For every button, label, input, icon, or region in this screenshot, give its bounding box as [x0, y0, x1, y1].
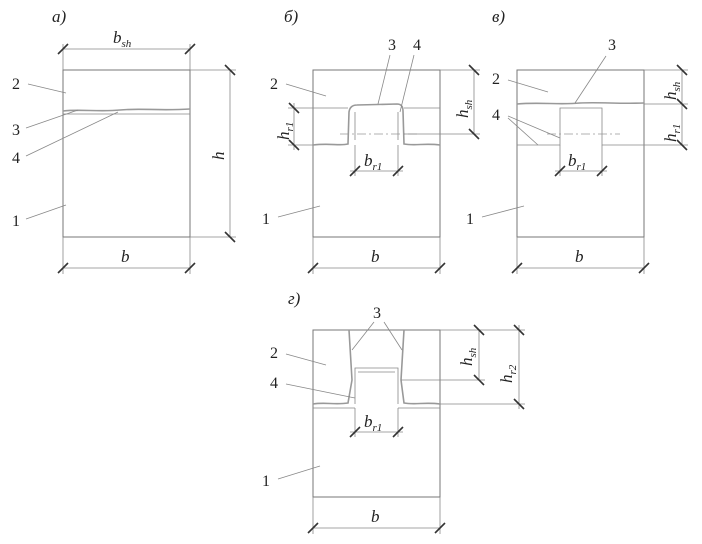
panel-d-dim-hsh: hsh [457, 347, 479, 366]
panel-d-dim-hr2: hr2 [497, 364, 519, 383]
panel-b-callout-4: 4 [413, 37, 421, 54]
panel-d-callout-3: 3 [373, 305, 381, 322]
panel-b-letter: б) [284, 7, 299, 26]
panel-a-callout-1: 1 [12, 213, 20, 230]
panel-d-callout-2: 2 [270, 345, 278, 362]
panel-d-letter: г) [288, 289, 301, 308]
panel-b-dim-hsh: hsh [453, 99, 475, 118]
panel-b-dim-br1: br1 [364, 151, 382, 173]
panel-a-callout-3: 3 [12, 122, 20, 139]
panel-b-seam [312, 103, 441, 146]
panel-b-callout-1: 1 [262, 211, 270, 228]
panel-a-dim-b: b [121, 247, 130, 266]
panel-d-callout-1: 1 [262, 473, 270, 490]
panel-c-dim-hr1: hr1 [661, 124, 683, 142]
panel-c-section [516, 69, 645, 238]
panel-c-dim-hsh: hsh [661, 81, 683, 100]
panel-d-dim-br1: br1 [364, 412, 382, 434]
panel-a-callout-4: 4 [12, 150, 20, 167]
panel-c-dim-b: b [575, 247, 584, 266]
panel-a: а) bsh b h 2 3 4 1 [12, 7, 236, 274]
panel-c-callout-4: 4 [492, 107, 500, 124]
panel-c-letter: в) [492, 7, 505, 26]
panel-a-callout-2: 2 [12, 76, 20, 93]
panel-d-rib [354, 367, 399, 404]
panel-c-callout-3: 3 [608, 37, 616, 54]
panel-b-dim-b: b [371, 247, 380, 266]
panel-d-callout-4: 4 [270, 375, 278, 392]
panel-c-rib [517, 107, 644, 146]
panel-d-section [312, 329, 441, 498]
panel-b: б) hsh hr1 br1 b [262, 7, 480, 274]
panel-d-seam-right [400, 329, 441, 405]
panel-d-dim-b: b [371, 507, 380, 526]
panel-c-seam [516, 101, 645, 105]
panel-b-callout-3: 3 [388, 37, 396, 54]
panel-c-callout-2: 2 [492, 71, 500, 88]
panel-c: в) hsh hr1 br1 b 2 3 4 [466, 7, 688, 274]
panel-a-dim-bsh: bsh [113, 28, 132, 50]
panel-d: г) hsh hr2 br1 b [262, 289, 525, 534]
panel-a-dim-h: h [209, 152, 228, 161]
panel-b-dim-hr1: hr1 [274, 122, 296, 140]
panel-c-callout-1: 1 [466, 211, 474, 228]
panel-d-seam-left [312, 329, 353, 405]
panel-a-seam-top [62, 108, 191, 112]
panel-b-section [312, 69, 441, 238]
panel-b-callout-2: 2 [270, 76, 278, 93]
panel-a-section [62, 69, 191, 238]
panel-a-letter: а) [52, 7, 67, 26]
panel-c-dim-br1: br1 [568, 151, 586, 173]
